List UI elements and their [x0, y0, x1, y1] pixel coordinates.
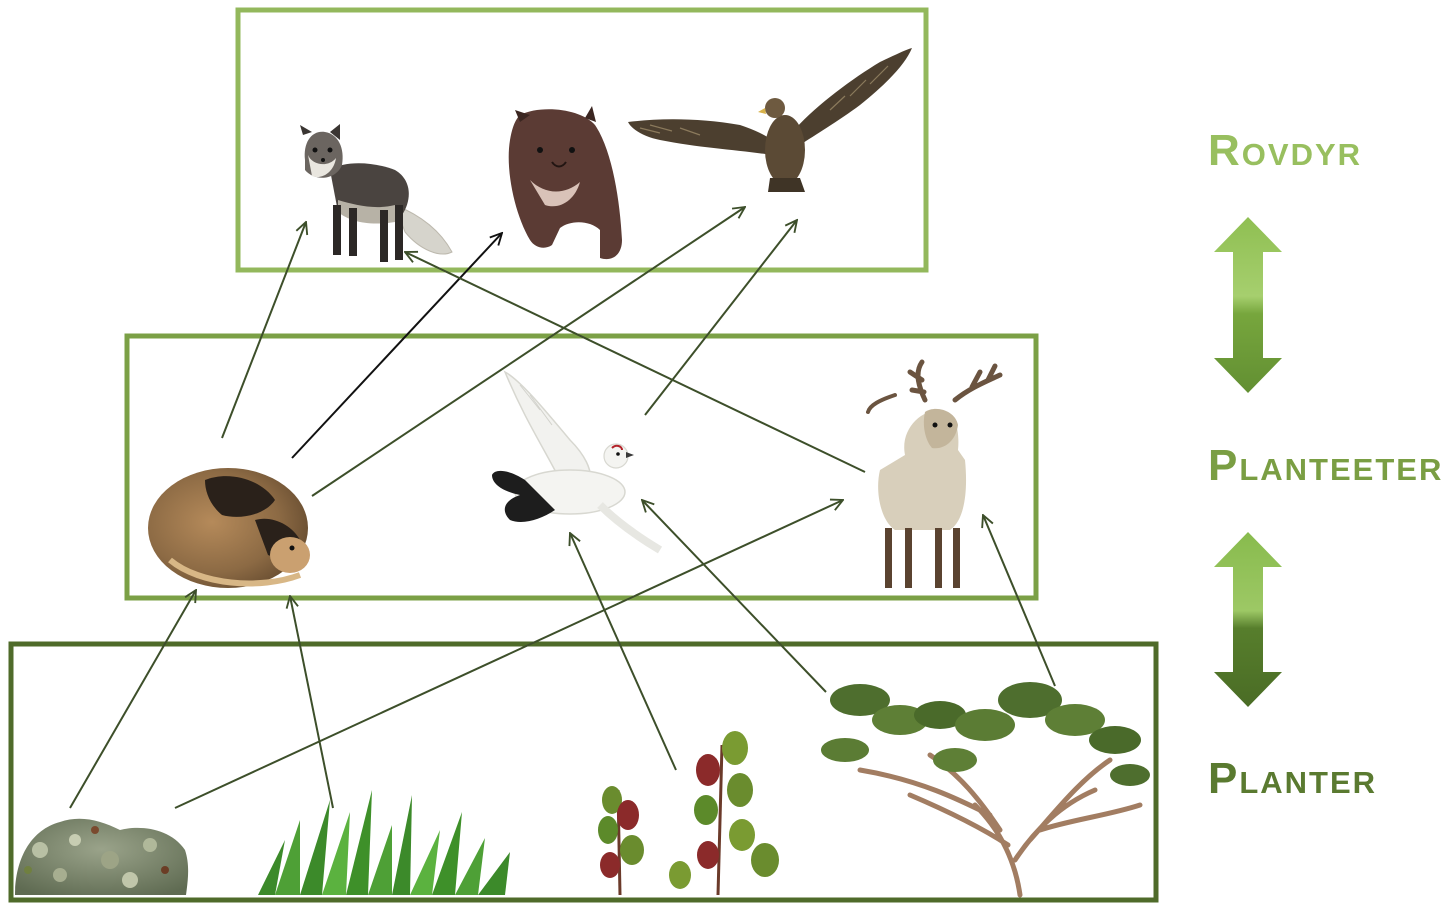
arrow-lemming-to-arctic-fox [222, 222, 306, 438]
arrow-berry-shrub-to-ptarmigan [570, 533, 676, 770]
reindeer-icon [868, 362, 1000, 588]
level-label-plants: Planter [1208, 754, 1377, 804]
arrow-lemming-to-eagle [312, 207, 745, 496]
wolverine-icon [509, 106, 622, 259]
arrow-lichen-to-lemming [70, 590, 196, 808]
lemming-icon [148, 468, 310, 588]
double-arrow-predators-herbivores [1214, 217, 1282, 393]
level-label-herbivores: Planteetere [1208, 441, 1445, 491]
arrow-grass-to-lemming [290, 596, 333, 808]
dwarf-birch-icon [821, 682, 1150, 895]
double-arrow-herbivores-plants [1214, 532, 1282, 707]
arctic-fox-icon [300, 124, 452, 262]
lichen-icon [15, 819, 188, 895]
grass-icon [258, 790, 510, 895]
eagle-icon [628, 48, 912, 192]
berry-shrub-icon [598, 731, 779, 895]
level-label-predators: Rovdyr [1208, 126, 1362, 176]
ptarmigan-icon [492, 372, 660, 550]
arrow-lemming-to-wolverine [292, 233, 502, 458]
arrow-ptarmigan-to-eagle [645, 220, 797, 415]
arrow-reindeer-to-arctic-fox [405, 252, 865, 472]
